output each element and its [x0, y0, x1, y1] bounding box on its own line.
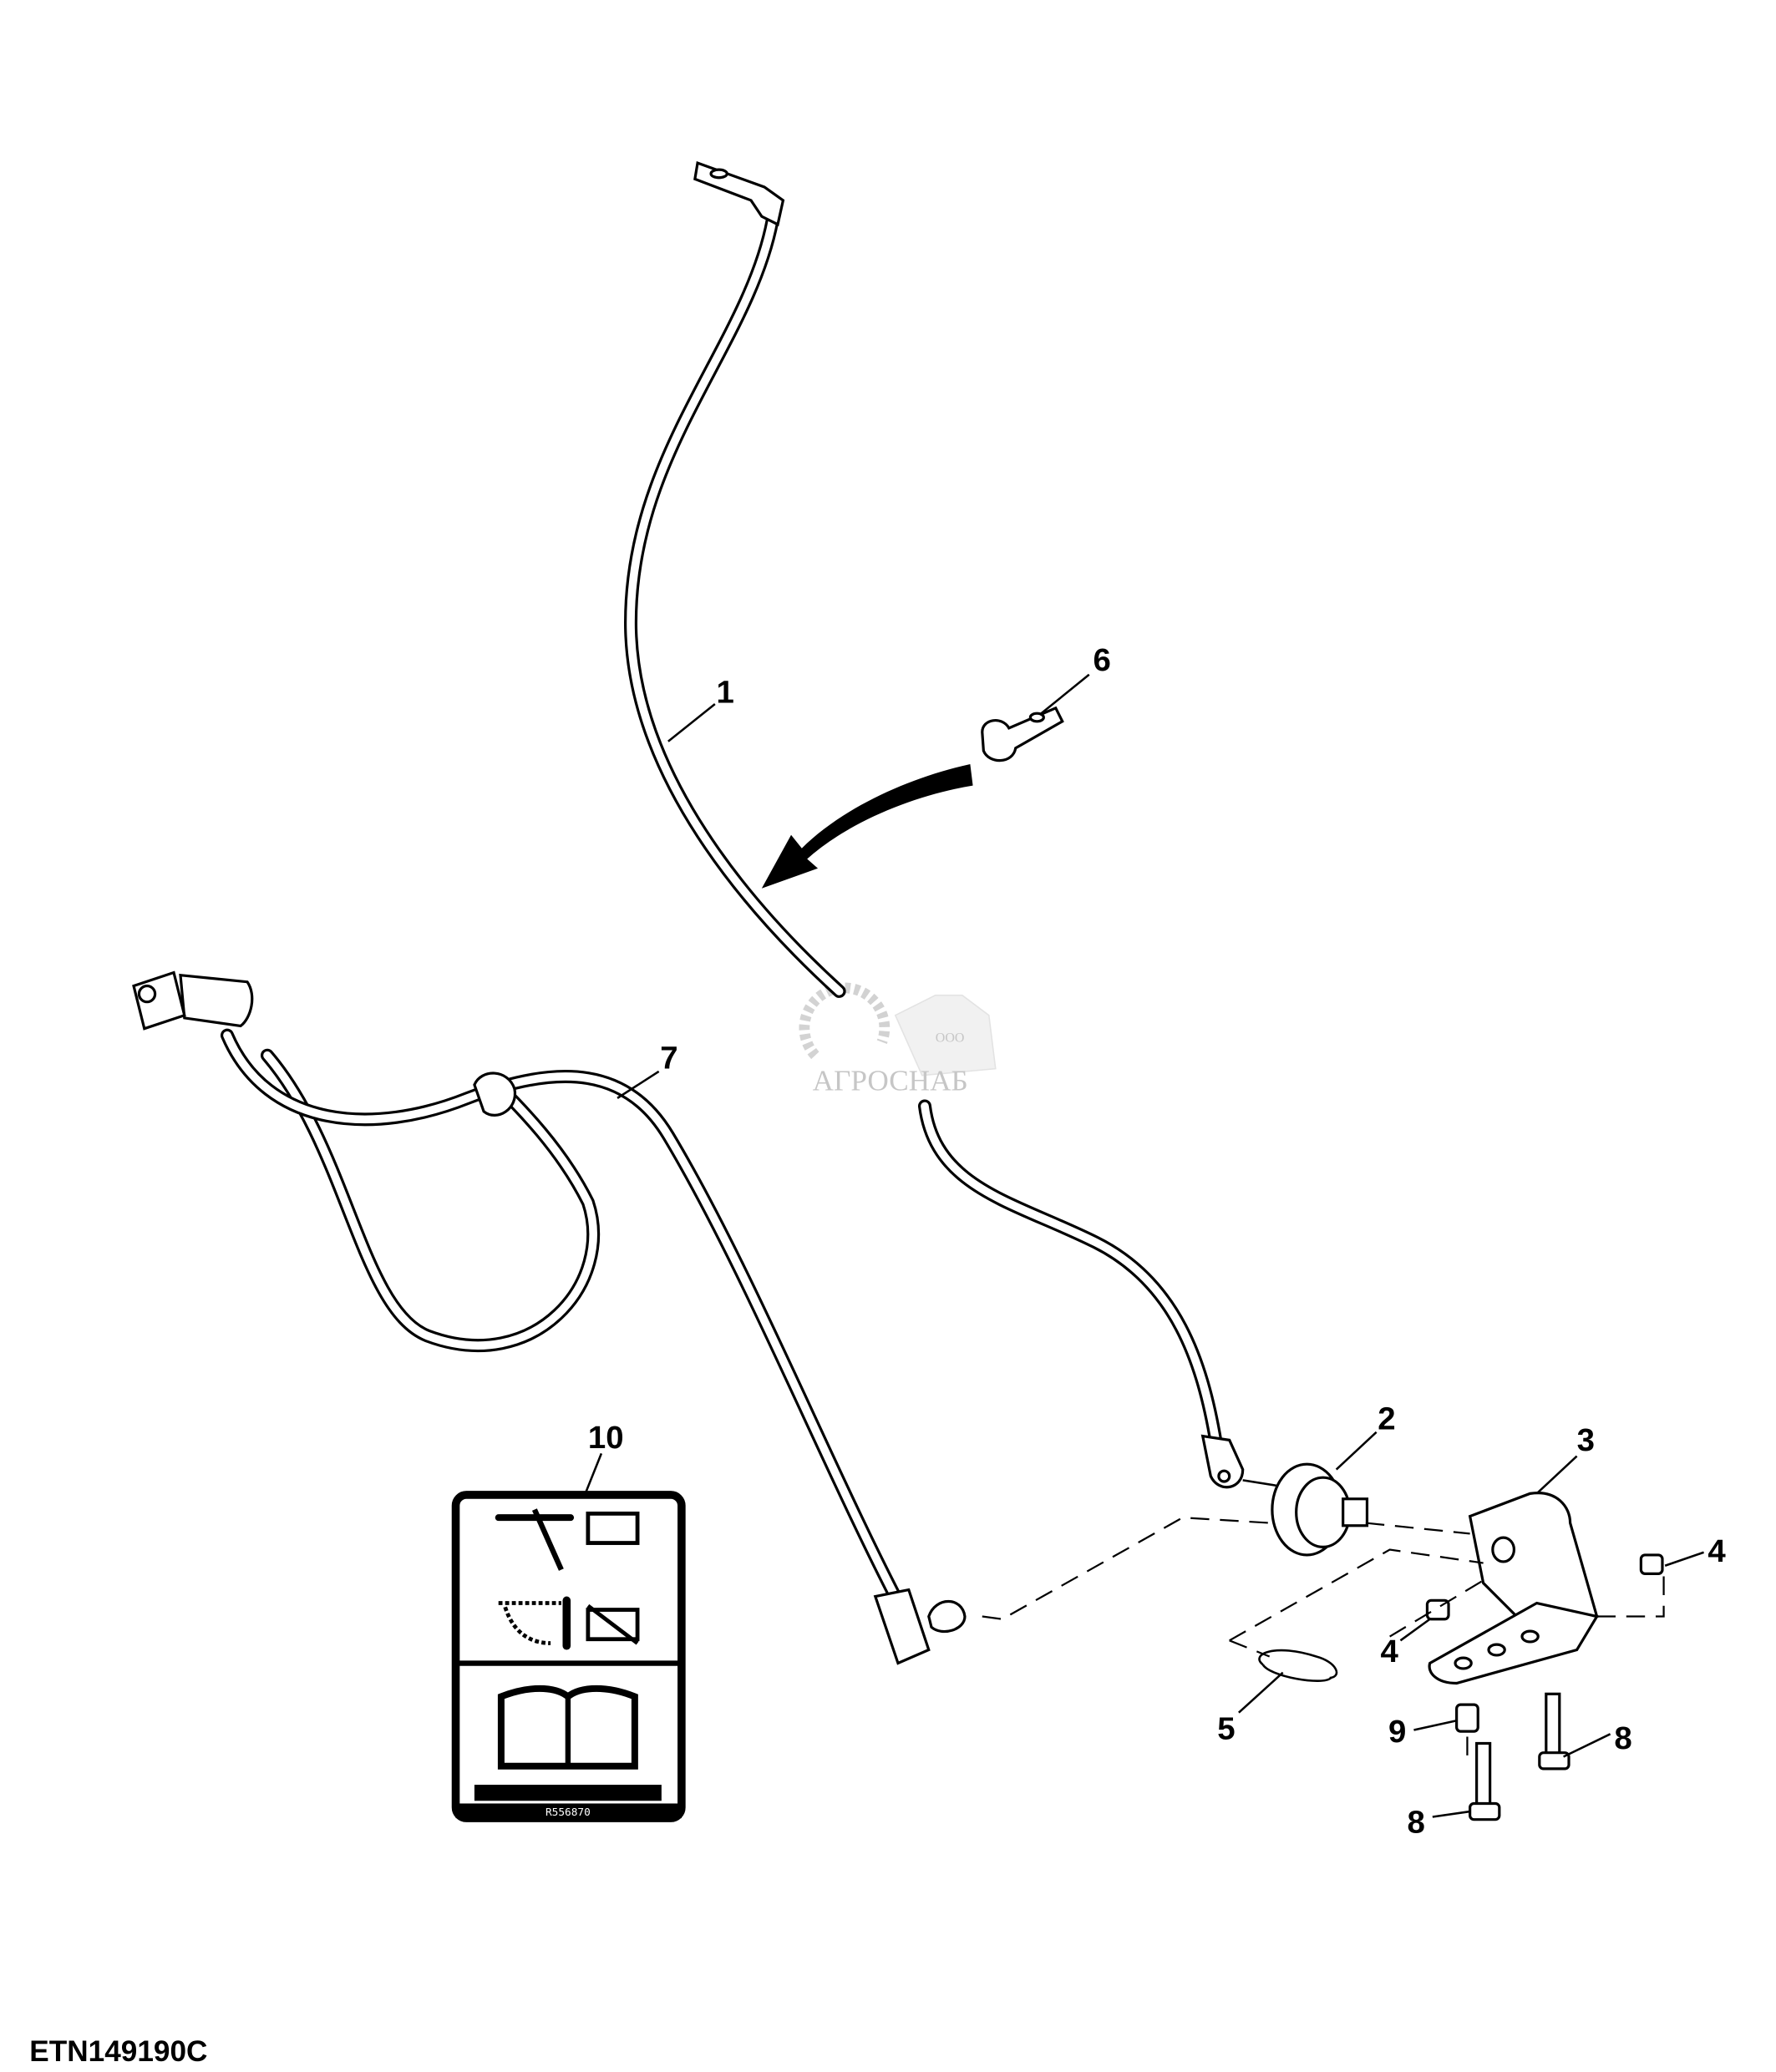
callout-1: 1 [716, 674, 733, 710]
callout-3: 3 [1577, 1422, 1595, 1458]
callout-4: 4 [1707, 1533, 1726, 1569]
switch-on-battery-icon [495, 1508, 640, 1571]
nut-4 [1639, 1553, 1664, 1575]
battery-cable-1 [624, 160, 846, 998]
leader-lines [584, 673, 1704, 1818]
ground-cable [917, 1099, 1245, 1489]
arrow-icon [761, 763, 973, 889]
mounting-bracket-3 [1428, 1492, 1600, 1685]
battery-cable-7 [132, 970, 967, 1665]
spacer-9 [1455, 1703, 1479, 1733]
assembly-lines [982, 1517, 1665, 1764]
ring-5 [1258, 1649, 1338, 1682]
watermark-prefix: ООО [936, 1031, 965, 1046]
callout-7: 7 [660, 1041, 677, 1077]
decal-part-number: R556870 [545, 1806, 591, 1819]
callout-5: 5 [1217, 1711, 1235, 1747]
watermark-name: АГРОСНАБ [813, 1064, 968, 1097]
callout-2: 2 [1378, 1401, 1395, 1437]
switch-off-battery-icon [498, 1596, 640, 1650]
watermark-logo: ООО АГРОСНАБ [799, 982, 997, 1097]
callout-4: 4 [1380, 1634, 1398, 1669]
battery-clamp-cover [179, 973, 254, 1028]
callout-10: 10 [588, 1420, 624, 1456]
cable-clip-6 [981, 706, 1064, 762]
decal-10: R556870 [451, 1491, 686, 1822]
bolt-8 [1545, 1692, 1561, 1760]
callout-6: 6 [1094, 642, 1111, 678]
ring-terminal [693, 160, 785, 227]
figure-id: ETN149190C [29, 2035, 207, 2068]
callout-8: 8 [1614, 1720, 1631, 1756]
callout-9: 9 [1388, 1714, 1406, 1750]
bolt-8 [1475, 1741, 1492, 1809]
callout-8: 8 [1407, 1805, 1424, 1841]
manual-book-icon [497, 1684, 638, 1770]
disconnect-switch-2 [1242, 1462, 1369, 1557]
hardware [1258, 1553, 1664, 1821]
